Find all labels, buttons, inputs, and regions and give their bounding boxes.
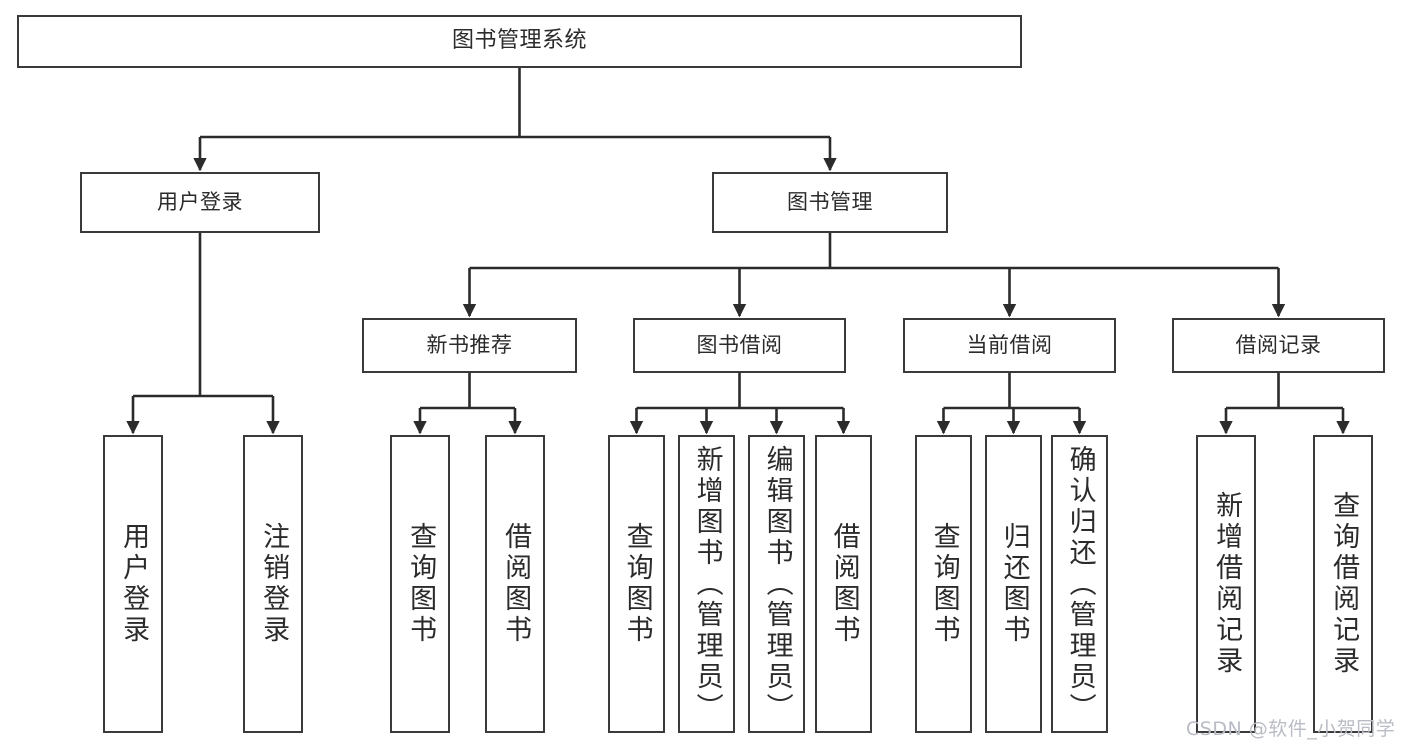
node-label: 图书管理 <box>787 189 873 214</box>
node-label: 图书借阅 <box>696 332 783 357</box>
node-label: 用户登录 <box>157 189 243 214</box>
node-label: 查询图书 <box>621 522 653 646</box>
node-leaf-bb-borrow[interactable]: 借阅图书 <box>815 435 872 733</box>
node-label: 新书推荐 <box>426 332 513 357</box>
node-user-login[interactable]: 用户登录 <box>80 172 320 233</box>
node-leaf-rec-borrow[interactable]: 借阅图书 <box>485 435 545 733</box>
node-label: 借阅图书 <box>828 522 860 646</box>
node-book-mgmt[interactable]: 图书管理 <box>712 172 948 233</box>
node-label: 确认归还（管理员） <box>1064 444 1096 724</box>
node-label: 编辑图书（管理员） <box>761 444 793 724</box>
node-leaf-cb-query[interactable]: 查询图书 <box>915 435 972 733</box>
node-leaf-br-add[interactable]: 新增借阅记录 <box>1196 435 1256 733</box>
node-root[interactable]: 图书管理系统 <box>17 15 1022 68</box>
node-label: 当前借阅 <box>966 332 1053 357</box>
node-label: 用户登录 <box>118 522 150 646</box>
node-label: 图书管理系统 <box>451 28 587 54</box>
node-label: 新增借阅记录 <box>1211 491 1243 677</box>
node-leaf-rec-query[interactable]: 查询图书 <box>390 435 450 733</box>
node-book-borrow[interactable]: 图书借阅 <box>633 318 846 373</box>
node-borrow-record[interactable]: 借阅记录 <box>1172 318 1385 373</box>
node-leaf-user-login[interactable]: 用户登录 <box>103 435 163 733</box>
node-label: 查询图书 <box>405 522 437 646</box>
node-label: 借阅图书 <box>500 522 532 646</box>
node-label: 新增图书（管理员） <box>691 444 723 724</box>
node-leaf-br-query[interactable]: 查询借阅记录 <box>1313 435 1373 733</box>
node-leaf-user-logout[interactable]: 注销登录 <box>243 435 303 733</box>
node-label: 借阅记录 <box>1235 332 1322 357</box>
node-label: 注销登录 <box>258 522 290 646</box>
node-label: 查询借阅记录 <box>1328 491 1360 677</box>
node-leaf-cb-return[interactable]: 归还图书 <box>985 435 1042 733</box>
node-label: 归还图书 <box>998 522 1030 646</box>
node-new-book-rec[interactable]: 新书推荐 <box>362 318 577 373</box>
node-leaf-bb-edit[interactable]: 编辑图书（管理员） <box>748 435 805 733</box>
node-current-borrow[interactable]: 当前借阅 <box>903 318 1116 373</box>
node-leaf-bb-add[interactable]: 新增图书（管理员） <box>678 435 735 733</box>
node-label: 查询图书 <box>928 522 960 646</box>
csdn-watermark: CSDN @软件_小贺同学 <box>1186 718 1396 740</box>
node-leaf-cb-confirm[interactable]: 确认归还（管理员） <box>1051 435 1108 733</box>
node-leaf-bb-query[interactable]: 查询图书 <box>608 435 665 733</box>
